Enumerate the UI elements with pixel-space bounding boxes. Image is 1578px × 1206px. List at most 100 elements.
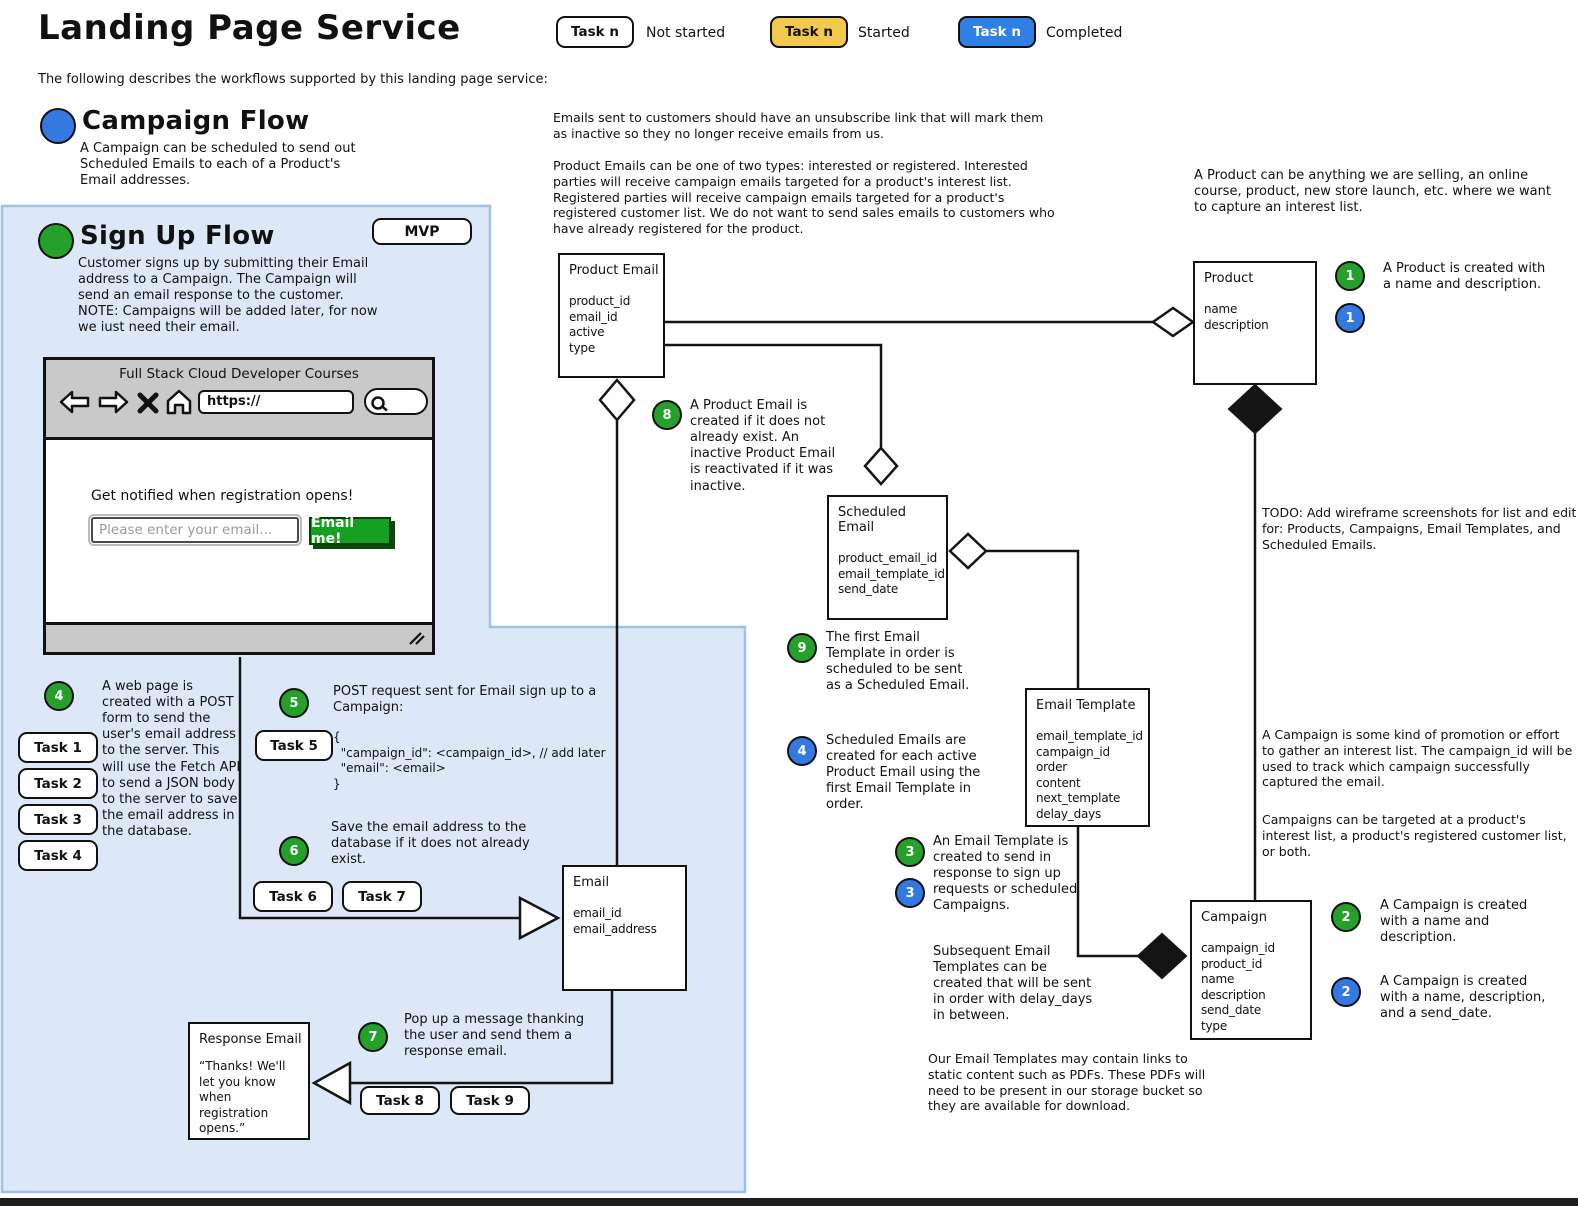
note-post-request: POST request sent for Email sign up to a… bbox=[333, 684, 597, 716]
note-circle-2-green: 2 bbox=[1331, 902, 1361, 932]
entity-field: delay_days bbox=[1036, 806, 1102, 821]
note-circle-6-green: 6 bbox=[279, 836, 309, 866]
legend-chip-completed: Task n bbox=[958, 16, 1036, 48]
note-circle-2-blue: 2 bbox=[1331, 977, 1361, 1007]
browser-window-title: Full Stack Cloud Developer Courses bbox=[119, 366, 359, 382]
campaign-flow-icon bbox=[40, 108, 76, 144]
entity-field: product_id bbox=[1201, 956, 1263, 971]
note-circle-4-blue: 4 bbox=[787, 736, 817, 766]
note-circle-8-green: 8 bbox=[652, 400, 682, 430]
entity-field: email_id bbox=[573, 906, 622, 920]
entity-field: next_template bbox=[1036, 791, 1121, 805]
note-circle-7-green: 7 bbox=[358, 1022, 388, 1052]
campaign-flow-description: A Campaign can be scheduled to send out … bbox=[80, 141, 356, 189]
url-bar[interactable]: https:// bbox=[198, 390, 354, 414]
task-2-chip[interactable]: Task 2 bbox=[18, 768, 98, 799]
note-circle-3-blue: 3 bbox=[895, 878, 925, 908]
post-request-code: { "campaign_id": <campaign_id>, // add l… bbox=[333, 730, 606, 791]
note-product-rule: A Product is created with a name and des… bbox=[1383, 261, 1546, 293]
connector-scheduledemail-emailtemplate bbox=[986, 549, 1080, 688]
connector-productemail-scheduledemail bbox=[663, 343, 883, 448]
note-circle-1-blue: 1 bbox=[1335, 303, 1365, 333]
back-icon[interactable] bbox=[58, 388, 92, 420]
legend-label-started: Started bbox=[858, 25, 910, 41]
note-circle-3-green: 3 bbox=[895, 837, 925, 867]
browser-chrome: Full Stack Cloud Developer Courses https… bbox=[46, 360, 432, 440]
entity-title: Product bbox=[1204, 271, 1254, 286]
note-circle-9-green: 9 bbox=[787, 633, 817, 663]
campaign-flow-title: Campaign Flow bbox=[82, 106, 310, 136]
forward-icon[interactable] bbox=[96, 388, 130, 420]
diamond-open-scheduledemail bbox=[863, 446, 899, 486]
resize-handle-icon[interactable] bbox=[408, 631, 426, 651]
note-web-page: A web page is created with a POST form t… bbox=[102, 679, 241, 839]
task-7-chip[interactable]: Task 7 bbox=[342, 881, 422, 912]
task-9-chip[interactable]: Task 9 bbox=[450, 1086, 530, 1115]
mvp-badge[interactable]: MVP bbox=[372, 218, 472, 245]
search-icon bbox=[370, 394, 390, 417]
task-1-chip[interactable]: Task 1 bbox=[18, 732, 98, 763]
note-email-template-rule: An Email Template is created to send in … bbox=[933, 834, 1078, 914]
entity-title: Product Email bbox=[569, 263, 659, 278]
signup-flow-description: Customer signs up by submitting their Em… bbox=[78, 256, 378, 336]
note-campaign-rule-blue: A Campaign is created with a name, descr… bbox=[1380, 974, 1546, 1022]
task-5-chip[interactable]: Task 5 bbox=[255, 730, 333, 761]
task-4-chip[interactable]: Task 4 bbox=[18, 840, 98, 871]
note-popup: Pop up a message thanking the user and s… bbox=[404, 1012, 585, 1060]
search-pill[interactable] bbox=[364, 388, 428, 415]
arrow-open-responseemail bbox=[311, 1060, 352, 1106]
note-first-template: The first Email Template in order is sch… bbox=[826, 630, 970, 694]
paragraph-campaign-note1: A Campaign is some kind of promotion or … bbox=[1262, 727, 1573, 790]
entity-field: product_email_id bbox=[838, 551, 937, 565]
entity-field: product_id bbox=[569, 294, 631, 308]
note-scheduled-emails: Scheduled Emails are created for each ac… bbox=[826, 733, 981, 813]
page-title: Landing Page Service bbox=[38, 8, 461, 48]
note-email-template-rule-2: Subsequent Email Templates can be create… bbox=[933, 944, 1093, 1024]
diamond-filled-campaign bbox=[1136, 932, 1188, 980]
stop-icon[interactable] bbox=[136, 391, 160, 419]
entity-field: email_address bbox=[573, 921, 657, 936]
diamond-filled-product bbox=[1227, 383, 1283, 435]
entity-title: Campaign bbox=[1201, 910, 1268, 925]
entity-scheduled-email: Scheduled Email product_email_id email_t… bbox=[827, 495, 948, 620]
entity-field: active bbox=[569, 325, 605, 339]
task-3-chip[interactable]: Task 3 bbox=[18, 804, 98, 835]
paragraph-product-note: A Product can be anything we are selling… bbox=[1194, 168, 1551, 216]
entity-field: email_template_id bbox=[1036, 729, 1143, 743]
connector-emailtemplate-campaign bbox=[1076, 825, 1138, 958]
response-email-body: “Thanks! We'll let you know when registr… bbox=[199, 1059, 286, 1136]
entity-email: Email email_id email_address bbox=[562, 865, 687, 991]
browser-wireframe: Full Stack Cloud Developer Courses https… bbox=[43, 357, 435, 655]
paragraph-unsubscribe: Emails sent to customers should have an … bbox=[553, 110, 1044, 141]
entity-field: send_date bbox=[838, 582, 899, 596]
email-me-button[interactable]: Email me! bbox=[309, 515, 391, 547]
entity-title: Email bbox=[573, 875, 610, 890]
legend-chip-not-started: Task n bbox=[556, 16, 634, 48]
paragraph-pdf-note: Our Email Templates may contain links to… bbox=[928, 1051, 1206, 1114]
entity-product: Product name description bbox=[1193, 261, 1317, 385]
entity-field: content bbox=[1036, 775, 1081, 790]
signup-flow-icon bbox=[38, 223, 74, 259]
entity-field: campaign_id bbox=[1201, 941, 1275, 955]
home-icon[interactable] bbox=[164, 388, 194, 420]
diamond-open-productemail bbox=[598, 378, 636, 422]
task-8-chip[interactable]: Task 8 bbox=[360, 1086, 440, 1115]
note-campaign-rule-green: A Campaign is created with a name and de… bbox=[1380, 898, 1528, 946]
entity-campaign: Campaign campaign_id product_id name des… bbox=[1190, 900, 1312, 1040]
page-subtitle: The following describes the workflows su… bbox=[38, 72, 548, 87]
diamond-open-scheduled-template bbox=[948, 532, 988, 570]
note-product-email-rule: A Product Email is created if it does no… bbox=[690, 398, 836, 494]
connector-form-email bbox=[238, 657, 520, 920]
note-save-email: Save the email address to the database i… bbox=[331, 820, 530, 868]
entity-field: description bbox=[1201, 987, 1266, 1002]
entity-email-template: Email Template email_template_id campaig… bbox=[1025, 688, 1150, 827]
task-6-chip[interactable]: Task 6 bbox=[253, 881, 333, 912]
entity-field: order bbox=[1036, 760, 1067, 774]
entity-product-email: Product Email product_id email_id active… bbox=[558, 253, 665, 378]
paragraph-todo: TODO: Add wireframe screenshots for list… bbox=[1262, 505, 1577, 552]
email-input[interactable] bbox=[88, 514, 302, 546]
note-circle-1-green: 1 bbox=[1335, 261, 1365, 291]
entity-field: send_date bbox=[1201, 1003, 1262, 1017]
entity-field: type bbox=[1201, 1018, 1228, 1033]
entity-response-email: Response Email “Thanks! We'll let you kn… bbox=[188, 1022, 310, 1140]
